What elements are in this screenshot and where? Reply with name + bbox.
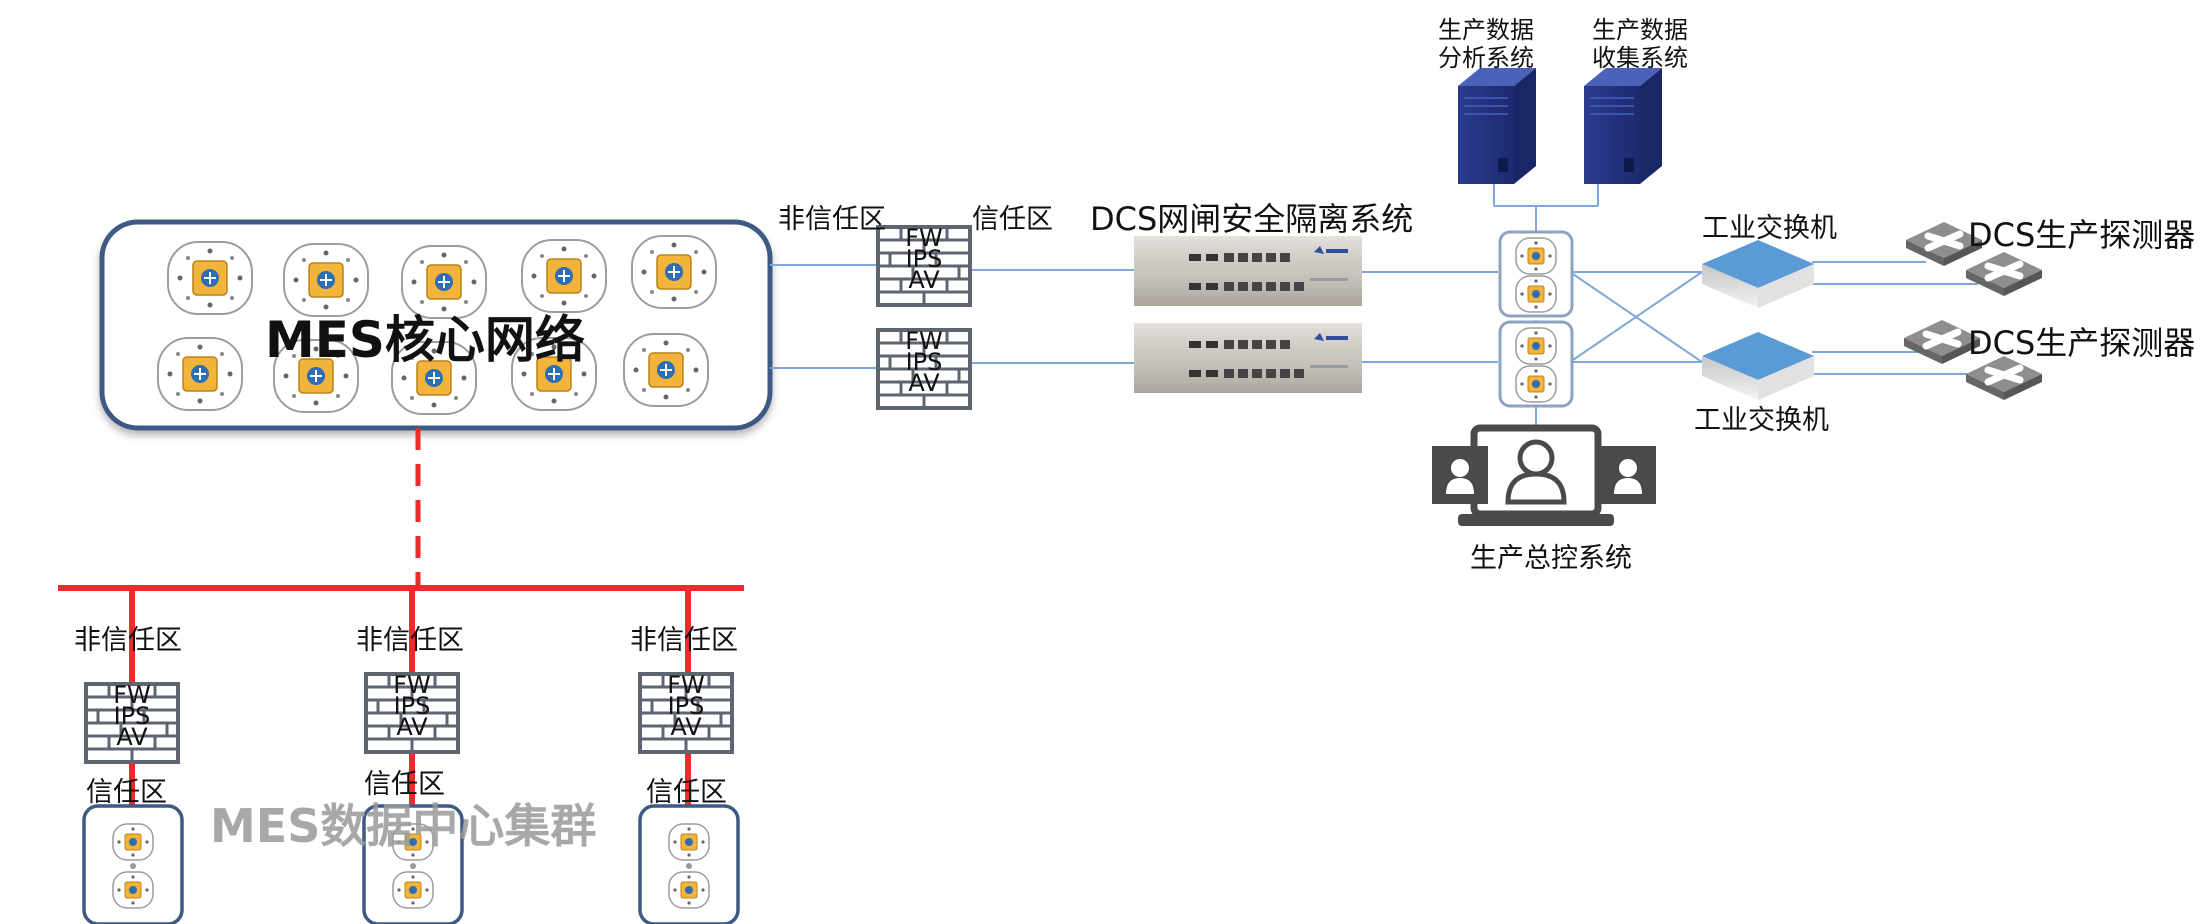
gateway-title: DCS网闸安全隔离系统 [1090,200,1414,238]
core-node-icon [631,235,717,309]
untrusted-zone-label: 非信任区 [778,204,886,235]
untrusted-zone-label: 非信任区 [630,625,738,656]
collection-server-label: 生产数据收集系统 [1592,16,1688,72]
gateway-appliances [1134,236,1362,393]
core-network-title: MES核心网络 [265,311,585,369]
switch-label-bottom: 工业交换机 [1694,405,1829,436]
untrusted-zone-label: 非信任区 [356,625,464,656]
switch-label-top: 工业交换机 [1702,213,1837,244]
network-links [770,182,1978,428]
core-node-icon [157,337,243,411]
analysis-server-label: 生产数据分析系统 [1438,16,1534,72]
detector-icon [1966,252,2042,296]
analysis-server-icon [1457,67,1537,185]
control-system-label: 生产总控系统 [1470,543,1632,574]
cluster-label: MES数据中心集群 [210,799,597,853]
trusted-zone-label: 信任区 [646,777,727,808]
detector-label-top: DCS生产探测器 [1968,216,2196,254]
trusted-zone-label: 信任区 [972,204,1053,235]
switch-icon [1702,240,1814,308]
trusted-zone-label: 信任区 [364,769,445,800]
switch-icon [1702,332,1814,400]
cluster-node-icon [640,806,738,924]
cluster-node-icon [84,806,182,924]
detector-label-bottom: DCS生产探测器 [1968,324,2196,362]
stacked-device-icon [1500,232,1572,316]
mes-core-network [99,219,773,431]
trusted-zone-label: 信任区 [86,777,167,808]
core-node-icon [167,241,253,315]
collection-server-icon [1583,67,1663,185]
stacked-device-icon [1500,322,1572,406]
control-system-icon [1432,424,1656,526]
core-node-icon [623,333,709,407]
untrusted-zone-label: 非信任区 [74,625,182,656]
